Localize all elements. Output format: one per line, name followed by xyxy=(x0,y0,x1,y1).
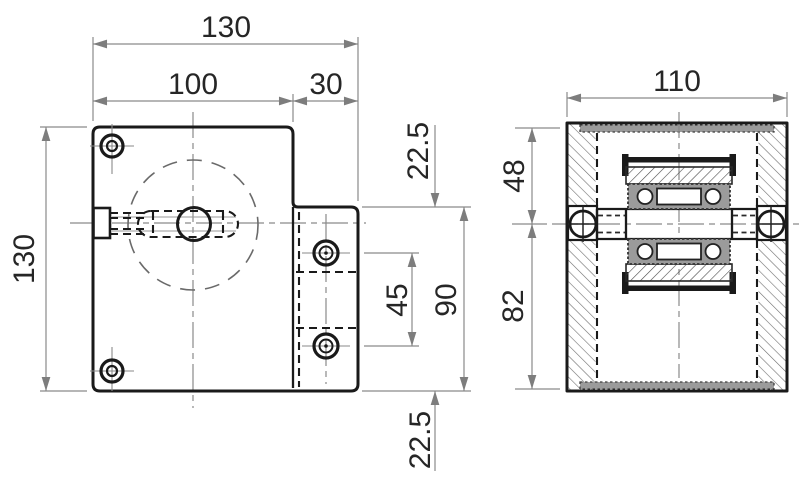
dim-label: 100 xyxy=(168,68,218,101)
dimensions-front: 130 100 30 130 22.5 45 90 22.5 xyxy=(8,11,471,471)
dim-label: 30 xyxy=(309,68,342,101)
bracket-bar-bottom xyxy=(626,285,732,291)
dimensions-side: 110 48 82 xyxy=(497,65,788,390)
screw-head xyxy=(92,206,112,240)
dim-step-top-offset: 22.5 xyxy=(402,122,440,207)
top-plate xyxy=(579,124,775,133)
dim-label: 110 xyxy=(653,65,701,98)
dim-step-height: 90 xyxy=(430,207,469,391)
adapter-hatch-top xyxy=(625,166,733,185)
bracket-post xyxy=(622,154,629,176)
roller xyxy=(636,243,654,260)
dim-label: 130 xyxy=(8,234,41,284)
dim-top-to-axis: 48 xyxy=(498,128,537,224)
set-screw-right xyxy=(756,206,786,242)
dim-bottom-offset: 22.5 xyxy=(404,391,440,471)
hidden-slot xyxy=(136,209,240,239)
right-wall-hatch xyxy=(758,124,786,390)
step-hole-upper xyxy=(302,239,350,267)
left-wall-hatch xyxy=(568,124,596,390)
roller xyxy=(704,188,722,205)
center-boss-circle xyxy=(176,206,212,242)
body-outline xyxy=(91,125,360,393)
front-view xyxy=(70,112,366,408)
shaft xyxy=(595,207,759,241)
mounting-hole-top-left xyxy=(90,124,134,174)
dim-label: 82 xyxy=(497,289,530,322)
dashed-pitch-circle xyxy=(127,159,259,291)
dim-step-width: 30 xyxy=(293,68,358,106)
mounting-hole-bottom-left xyxy=(90,347,134,391)
dim-label: 22.5 xyxy=(404,411,437,469)
bracket-post xyxy=(729,272,736,294)
dim-label: 45 xyxy=(381,283,414,316)
dim-total-width: 130 xyxy=(93,11,358,49)
dim-hole-pitch: 45 xyxy=(381,253,417,346)
dim-label: 90 xyxy=(430,283,463,316)
bracket-bar-top xyxy=(626,157,732,163)
dim-total-height: 130 xyxy=(8,127,51,391)
adapter-hatch-bottom xyxy=(625,263,733,282)
dim-axis-to-bottom: 82 xyxy=(497,224,537,389)
set-screw-left xyxy=(568,206,598,242)
dim-side-width: 110 xyxy=(567,65,787,103)
roller xyxy=(704,243,722,260)
dim-label: 22.5 xyxy=(402,122,435,180)
bracket-post xyxy=(729,154,736,176)
step-hole-lower xyxy=(302,332,350,360)
bearing-cage-top xyxy=(656,187,702,206)
bearing-cage-bottom xyxy=(656,242,702,261)
dim-label: 48 xyxy=(498,159,531,192)
side-view xyxy=(552,112,800,393)
housing-outline xyxy=(565,121,789,393)
dim-label: 130 xyxy=(201,11,251,44)
dim-main-width: 100 xyxy=(93,68,293,106)
roller xyxy=(636,188,654,205)
bottom-plate xyxy=(579,381,775,390)
bracket-post xyxy=(622,272,629,294)
bearing-assembly xyxy=(622,154,736,294)
